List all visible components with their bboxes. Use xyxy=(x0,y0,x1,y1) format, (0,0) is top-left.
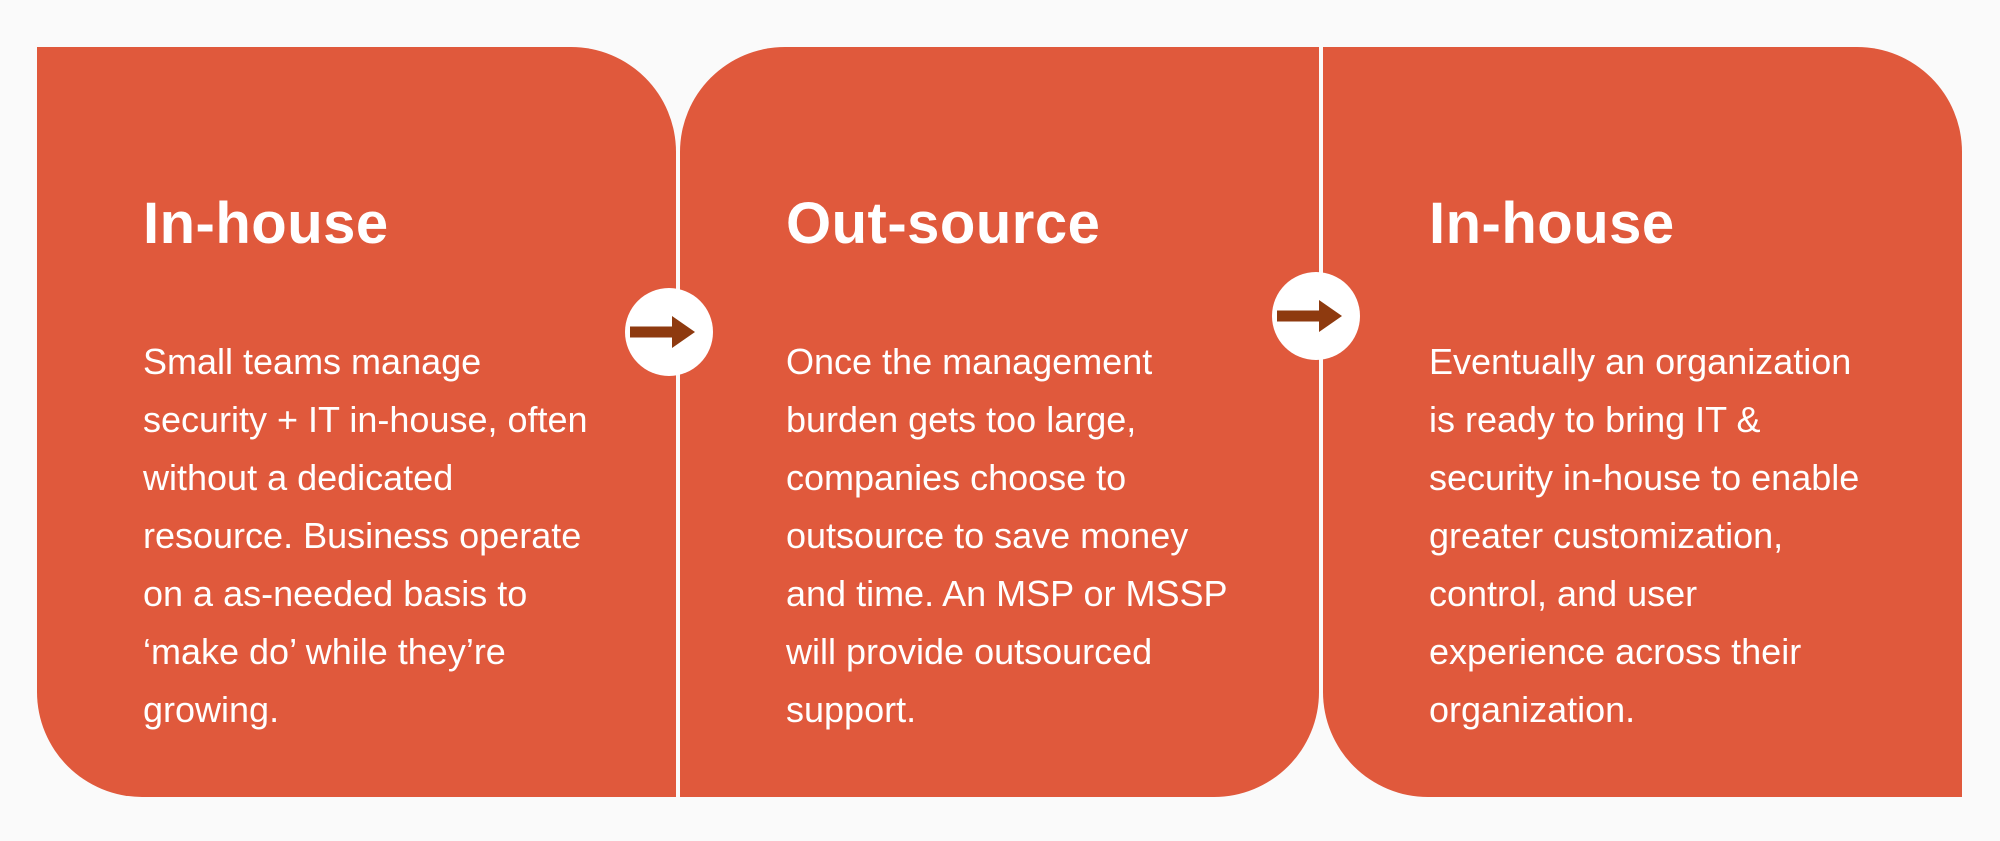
connector-circle-2 xyxy=(1272,272,1360,360)
process-cards: In-house Small teams manage security + I… xyxy=(37,47,1962,797)
arrow-right-icon xyxy=(1277,300,1342,332)
card-stage-2-out-source: Out-source Once the management burden ge… xyxy=(680,47,1319,797)
card-stage-1-in-house: In-house Small teams manage security + I… xyxy=(37,47,676,797)
connector-circle-1 xyxy=(625,288,713,376)
card-body: Small teams manage security + IT in-hous… xyxy=(143,341,588,730)
card-body: Eventually an organization is ready to b… xyxy=(1429,341,1860,730)
card-title: In-house xyxy=(143,191,389,256)
arrow-right-icon xyxy=(630,316,695,348)
card-stage-3-in-house: In-house Eventually an organization is r… xyxy=(1323,47,1962,797)
card-title: Out-source xyxy=(786,191,1101,256)
card-body: Once the management burden gets too larg… xyxy=(786,341,1228,730)
card-title: In-house xyxy=(1429,191,1675,256)
